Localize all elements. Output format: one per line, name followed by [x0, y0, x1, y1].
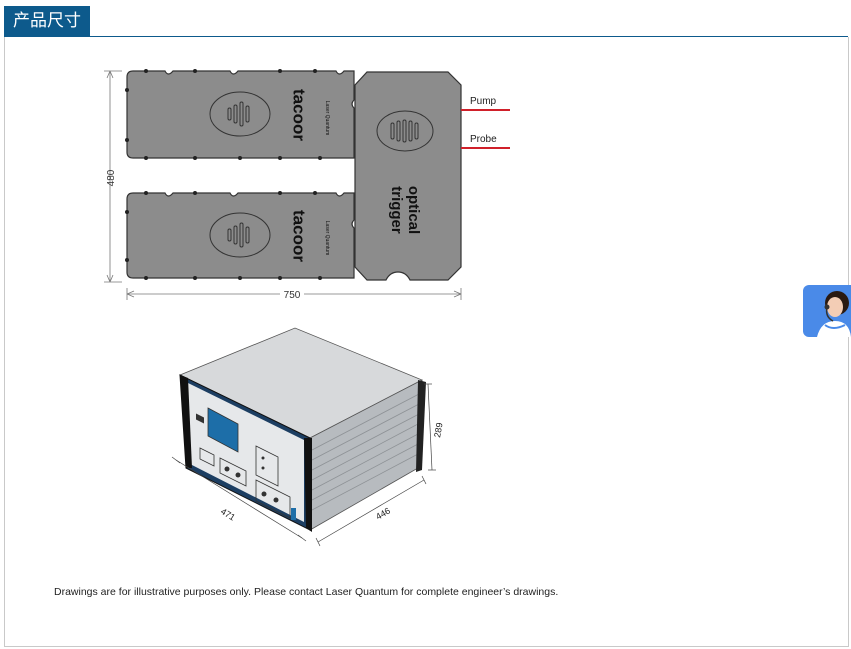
- brand-label-top: Laser Quantum: [324, 101, 330, 135]
- box-front-panel: [179, 374, 312, 532]
- height-dim-label: 480: [106, 169, 117, 186]
- module-label-top: tacoor: [290, 89, 309, 141]
- pump-label: Pump: [470, 96, 497, 107]
- probe-label: Probe: [470, 134, 497, 145]
- box-side-face: [309, 379, 426, 531]
- brand-label-bottom: Laser Quantum: [324, 221, 330, 255]
- box-drawing: 471 446 289: [171, 327, 445, 547]
- layout-drawing: 480 750 tacoor Laser Quantum: [104, 69, 510, 301]
- box-depth-label: 471: [219, 506, 237, 522]
- content-frame: [4, 37, 849, 647]
- tab-underline: [4, 36, 848, 37]
- module-label-bottom: tacoor: [290, 210, 309, 262]
- width-dim-label: 750: [284, 290, 301, 301]
- tab-product-dimensions[interactable]: 产品尺寸: [4, 6, 90, 36]
- trigger-label-line1: optical: [405, 186, 422, 234]
- tacoor-module-top: tacoor Laser Quantum: [125, 69, 355, 160]
- customer-service-widget[interactable]: [803, 285, 851, 337]
- height-dimension: [104, 70, 122, 283]
- trigger-label-line2: trigger: [388, 186, 405, 234]
- customer-service-avatar-icon: [817, 291, 851, 337]
- box-height-label: 289: [432, 422, 444, 439]
- tacoor-module-bottom: tacoor Laser Quantum: [125, 191, 355, 280]
- drawing-disclaimer: Drawings are for illustrative purposes o…: [54, 586, 559, 598]
- optical-trigger-module: optical trigger: [354, 71, 462, 281]
